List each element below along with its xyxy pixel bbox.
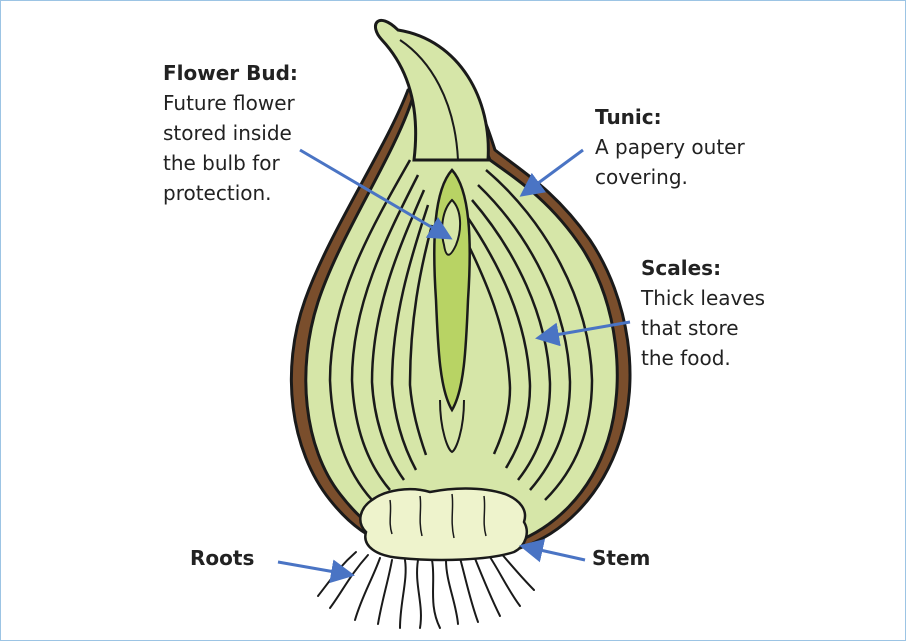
basal-stem [360,489,526,561]
root [417,560,421,628]
flower-bud-description: Future flower stored inside the bulb for… [163,88,343,208]
root [400,560,406,628]
label-scales: Scales: Thick leaves that store the food… [641,253,841,373]
root [446,560,458,624]
tunic-title: Tunic: [595,102,795,132]
scales-title: Scales: [641,253,841,283]
root [460,558,478,622]
label-roots: Roots [190,543,254,573]
flower-bud-title: Flower Bud: [163,58,343,88]
scales-description: Thick leaves that store the food. [641,283,841,373]
label-stem: Stem [592,543,650,573]
label-flower-bud: Flower Bud: Future flower stored inside … [163,58,343,208]
root [432,560,440,628]
root [488,554,520,606]
arrow-tunic [522,150,583,195]
root [378,560,392,624]
arrow-stem [522,546,585,560]
roots [318,552,534,628]
root [474,556,500,616]
label-tunic: Tunic: A papery outer covering. [595,102,795,192]
tunic-description: A papery outer covering. [595,132,795,192]
